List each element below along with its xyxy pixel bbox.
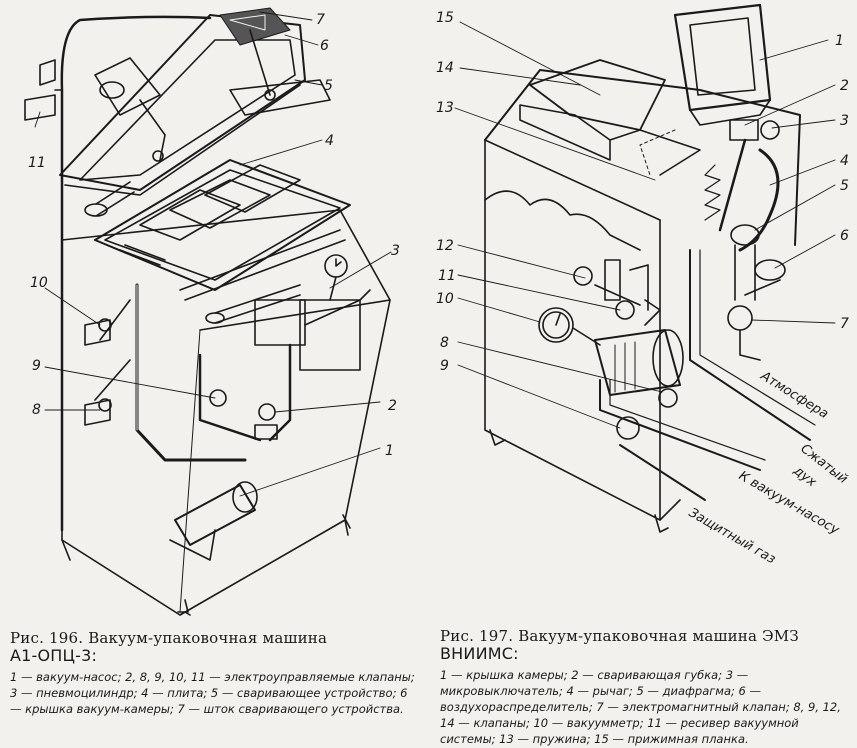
fig196-legend: 1 — вакуум-насос; 2, 8, 9, 10, 11 — элек… <box>10 670 415 716</box>
fig197-receiver <box>594 329 681 396</box>
fig196-leaders <box>34 11 392 497</box>
figure-196-machine <box>24 7 391 616</box>
fig196-label-7: 7 <box>316 12 325 28</box>
fig196-caption-model: А1-ОПЦ-3: <box>10 647 415 665</box>
fig197-label-5: 5 <box>840 178 849 194</box>
fig197-label-13: 13 <box>436 100 454 116</box>
fig197-label-8: 8 <box>440 335 449 351</box>
fig196-caption: Рис. 196. Вакуум-упаковочная машина А1-О… <box>10 630 415 717</box>
figure-197-machine <box>484 3 816 533</box>
fig197-label-4: 4 <box>840 153 849 169</box>
fig196-label-10: 10 <box>30 275 48 291</box>
fig197-label-12: 12 <box>436 238 454 254</box>
fig196-plate <box>94 159 351 291</box>
fig197-label-2: 2 <box>840 78 849 94</box>
fig197-label-10: 10 <box>436 291 454 307</box>
fig197-label-9: 9 <box>440 358 449 374</box>
pipe-label-vacuum-pump: К вакуум-насосу <box>736 468 842 538</box>
fig197-model-name: ВНИИМС: <box>440 644 519 663</box>
fig197-pipe-labels: Атмосфера Сжатый дух К вакуум-насосу Защ… <box>686 368 850 567</box>
fig197-label-3: 3 <box>840 113 849 129</box>
fig197-caption: Рис. 197. Вакуум-упаковочная машина ЭМЗ … <box>440 628 852 747</box>
fig197-caption-model: ВНИИМС: <box>440 645 852 663</box>
fig196-cabinet <box>61 209 391 616</box>
fig197-caption-title: Рис. 197. Вакуум-упаковочная машина ЭМЗ <box>440 627 799 645</box>
fig196-label-4: 4 <box>325 133 334 149</box>
fig197-number-labels: 1 2 3 4 5 6 7 8 9 10 11 12 13 14 15 <box>436 10 849 374</box>
fig197-label-11: 11 <box>438 268 456 284</box>
fig196-model-name: А1-ОПЦ-3: <box>10 646 98 665</box>
fig196-label-1: 1 <box>385 443 394 459</box>
fig197-label-14: 14 <box>436 60 454 76</box>
fig197-label-15: 15 <box>436 10 454 26</box>
fig196-label-6: 6 <box>320 38 329 54</box>
fig196-label-2: 2 <box>388 398 397 414</box>
fig196-label-5: 5 <box>324 78 333 94</box>
fig196-label-9: 9 <box>32 358 41 374</box>
fig196-number-labels: 1 2 3 4 5 6 7 8 9 10 11 <box>28 12 400 459</box>
fig197-cabinet <box>484 69 801 246</box>
fig197-leaders <box>454 21 836 429</box>
fig196-label-8: 8 <box>32 402 41 418</box>
fig196-label-11: 11 <box>28 155 46 171</box>
fig197-legend: 1 — крышка камеры; 2 — сваривающая губка… <box>440 668 841 746</box>
pipe-label-atmosphere: Атмосфера <box>757 368 831 422</box>
fig196-lid <box>59 14 306 191</box>
fig197-label-7: 7 <box>840 316 849 332</box>
fig196-pump <box>174 484 256 546</box>
fig197-label-6: 6 <box>840 228 849 244</box>
fig196-caption-title: Рис. 196. Вакуум-упаковочная машина <box>10 629 328 647</box>
pipe-label-compressed-air-2: дух <box>790 463 819 491</box>
fig197-label-1: 1 <box>835 33 844 49</box>
pipe-label-protective-gas: Защитный газ <box>686 505 778 567</box>
fig196-label-3: 3 <box>391 243 400 259</box>
